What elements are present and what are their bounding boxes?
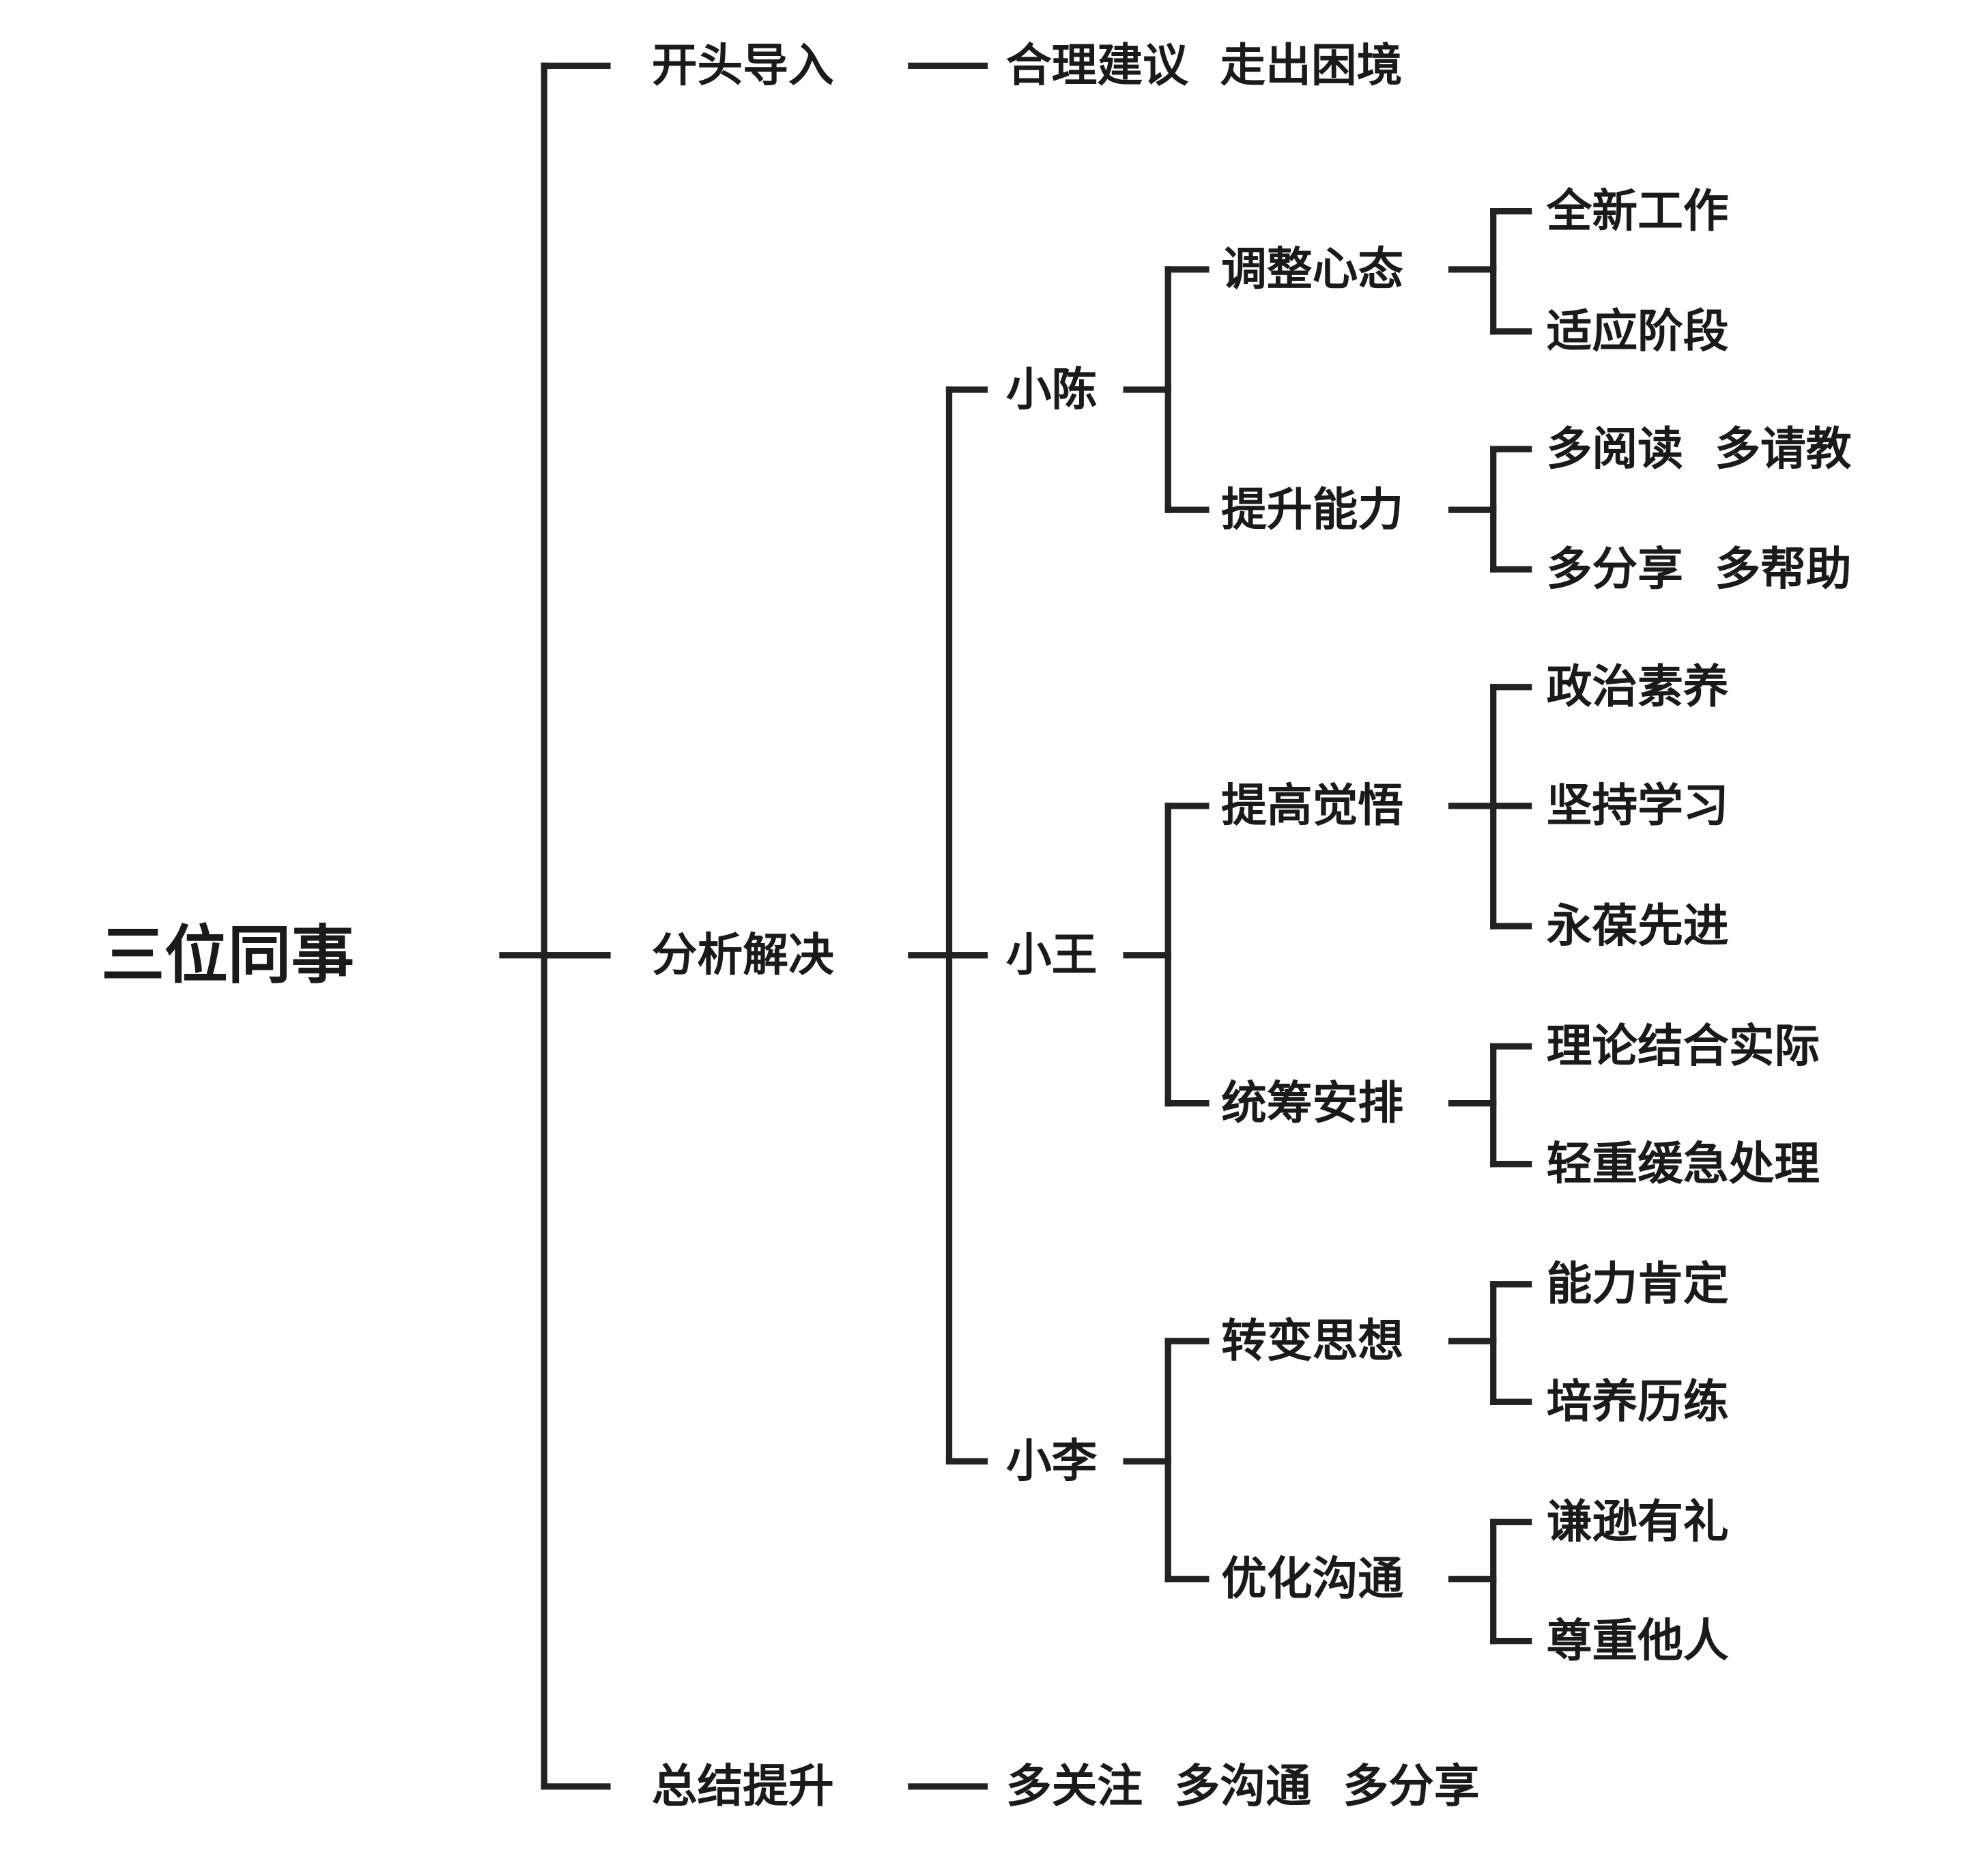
section-node: 分析解决: [651, 929, 834, 982]
leaf-node: 政治素养: [1546, 661, 1729, 714]
leaf-node: 永葆先进: [1546, 901, 1729, 953]
leaf-node: 适应阶段: [1546, 306, 1729, 358]
person-node: 小王: [1005, 929, 1098, 982]
leaf-node: 谦逊有礼: [1546, 1497, 1729, 1549]
leaf-node: 培养历练: [1546, 1376, 1729, 1429]
strategy-node: 提高觉悟: [1221, 780, 1404, 833]
leaf-node: 多分享 多帮助: [1546, 544, 1852, 596]
leaf-node: 能力肯定: [1546, 1258, 1729, 1311]
strategy-node: 优化沟通: [1221, 1553, 1404, 1606]
strategy-node: 提升能力: [1221, 485, 1404, 537]
leaf-node: 全新工作: [1546, 186, 1729, 238]
section-detail: 合理建议 走出困境: [1005, 40, 1403, 93]
leaf-node: 多阅读 多请教: [1546, 424, 1852, 476]
person-node: 小李: [1005, 1436, 1098, 1488]
leaf-node: 尊重他人: [1546, 1615, 1729, 1668]
section-node: 开头导入: [651, 40, 834, 93]
leaf-node: 轻重缓急处理: [1546, 1138, 1820, 1191]
root-node: 三位同事: [101, 919, 355, 992]
strategy-node: 调整心态: [1221, 244, 1404, 296]
strategy-node: 转变思想: [1221, 1316, 1404, 1368]
leaf-node: 理论结合实际: [1546, 1021, 1820, 1073]
leaf-node: 坚持学习: [1546, 780, 1729, 833]
section-node: 总结提升: [651, 1761, 834, 1813]
section-detail: 多关注 多沟通 多分享: [1005, 1761, 1480, 1813]
person-node: 小陈: [1005, 364, 1098, 416]
strategy-node: 统筹安排: [1221, 1078, 1404, 1130]
